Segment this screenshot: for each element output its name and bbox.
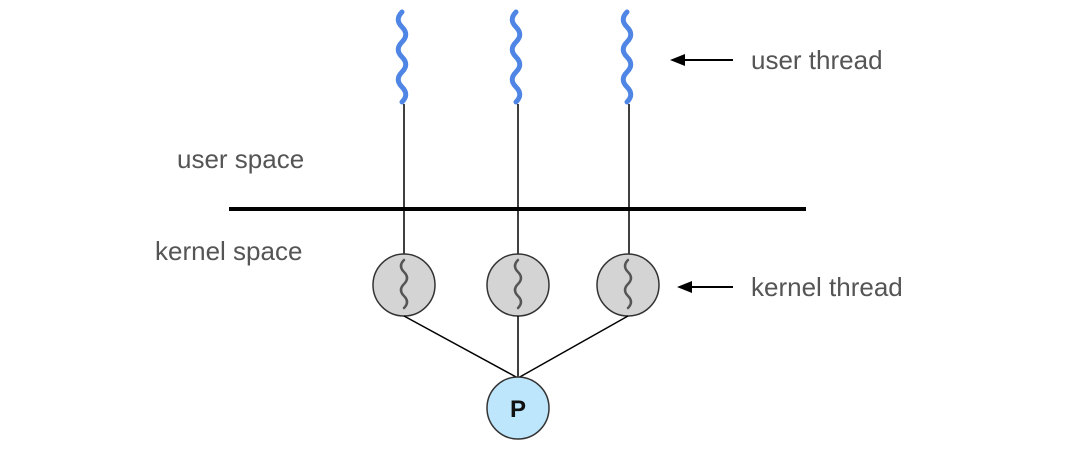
kernel-thread-label: kernel thread	[751, 272, 903, 302]
arrow-head-icon	[677, 281, 692, 293]
kernel-thread-squiggle-3	[623, 258, 633, 310]
processor-label: P	[510, 396, 526, 423]
user-space-label: user space	[177, 144, 304, 174]
processor-link-1	[403, 315, 519, 379]
processor-circle	[486, 376, 550, 440]
processor-links	[403, 315, 629, 379]
user-thread-3	[620, 9, 634, 105]
kernel-thread-squiggle-2	[513, 258, 523, 310]
user-thread-label: user thread	[751, 45, 883, 75]
kernel-space-label: kernel space	[155, 236, 302, 266]
arrow-head-icon	[670, 54, 685, 66]
user-thread-1	[395, 9, 409, 105]
arrow-user-thread	[670, 54, 733, 66]
thread-connectors	[403, 104, 630, 255]
arrow-kernel-thread	[677, 281, 733, 293]
kernel-threads	[372, 253, 660, 317]
user-threads	[395, 9, 634, 105]
kernel-thread-squiggle-1	[399, 258, 409, 310]
user-thread-2	[509, 9, 523, 105]
processor-link-3	[517, 315, 629, 379]
